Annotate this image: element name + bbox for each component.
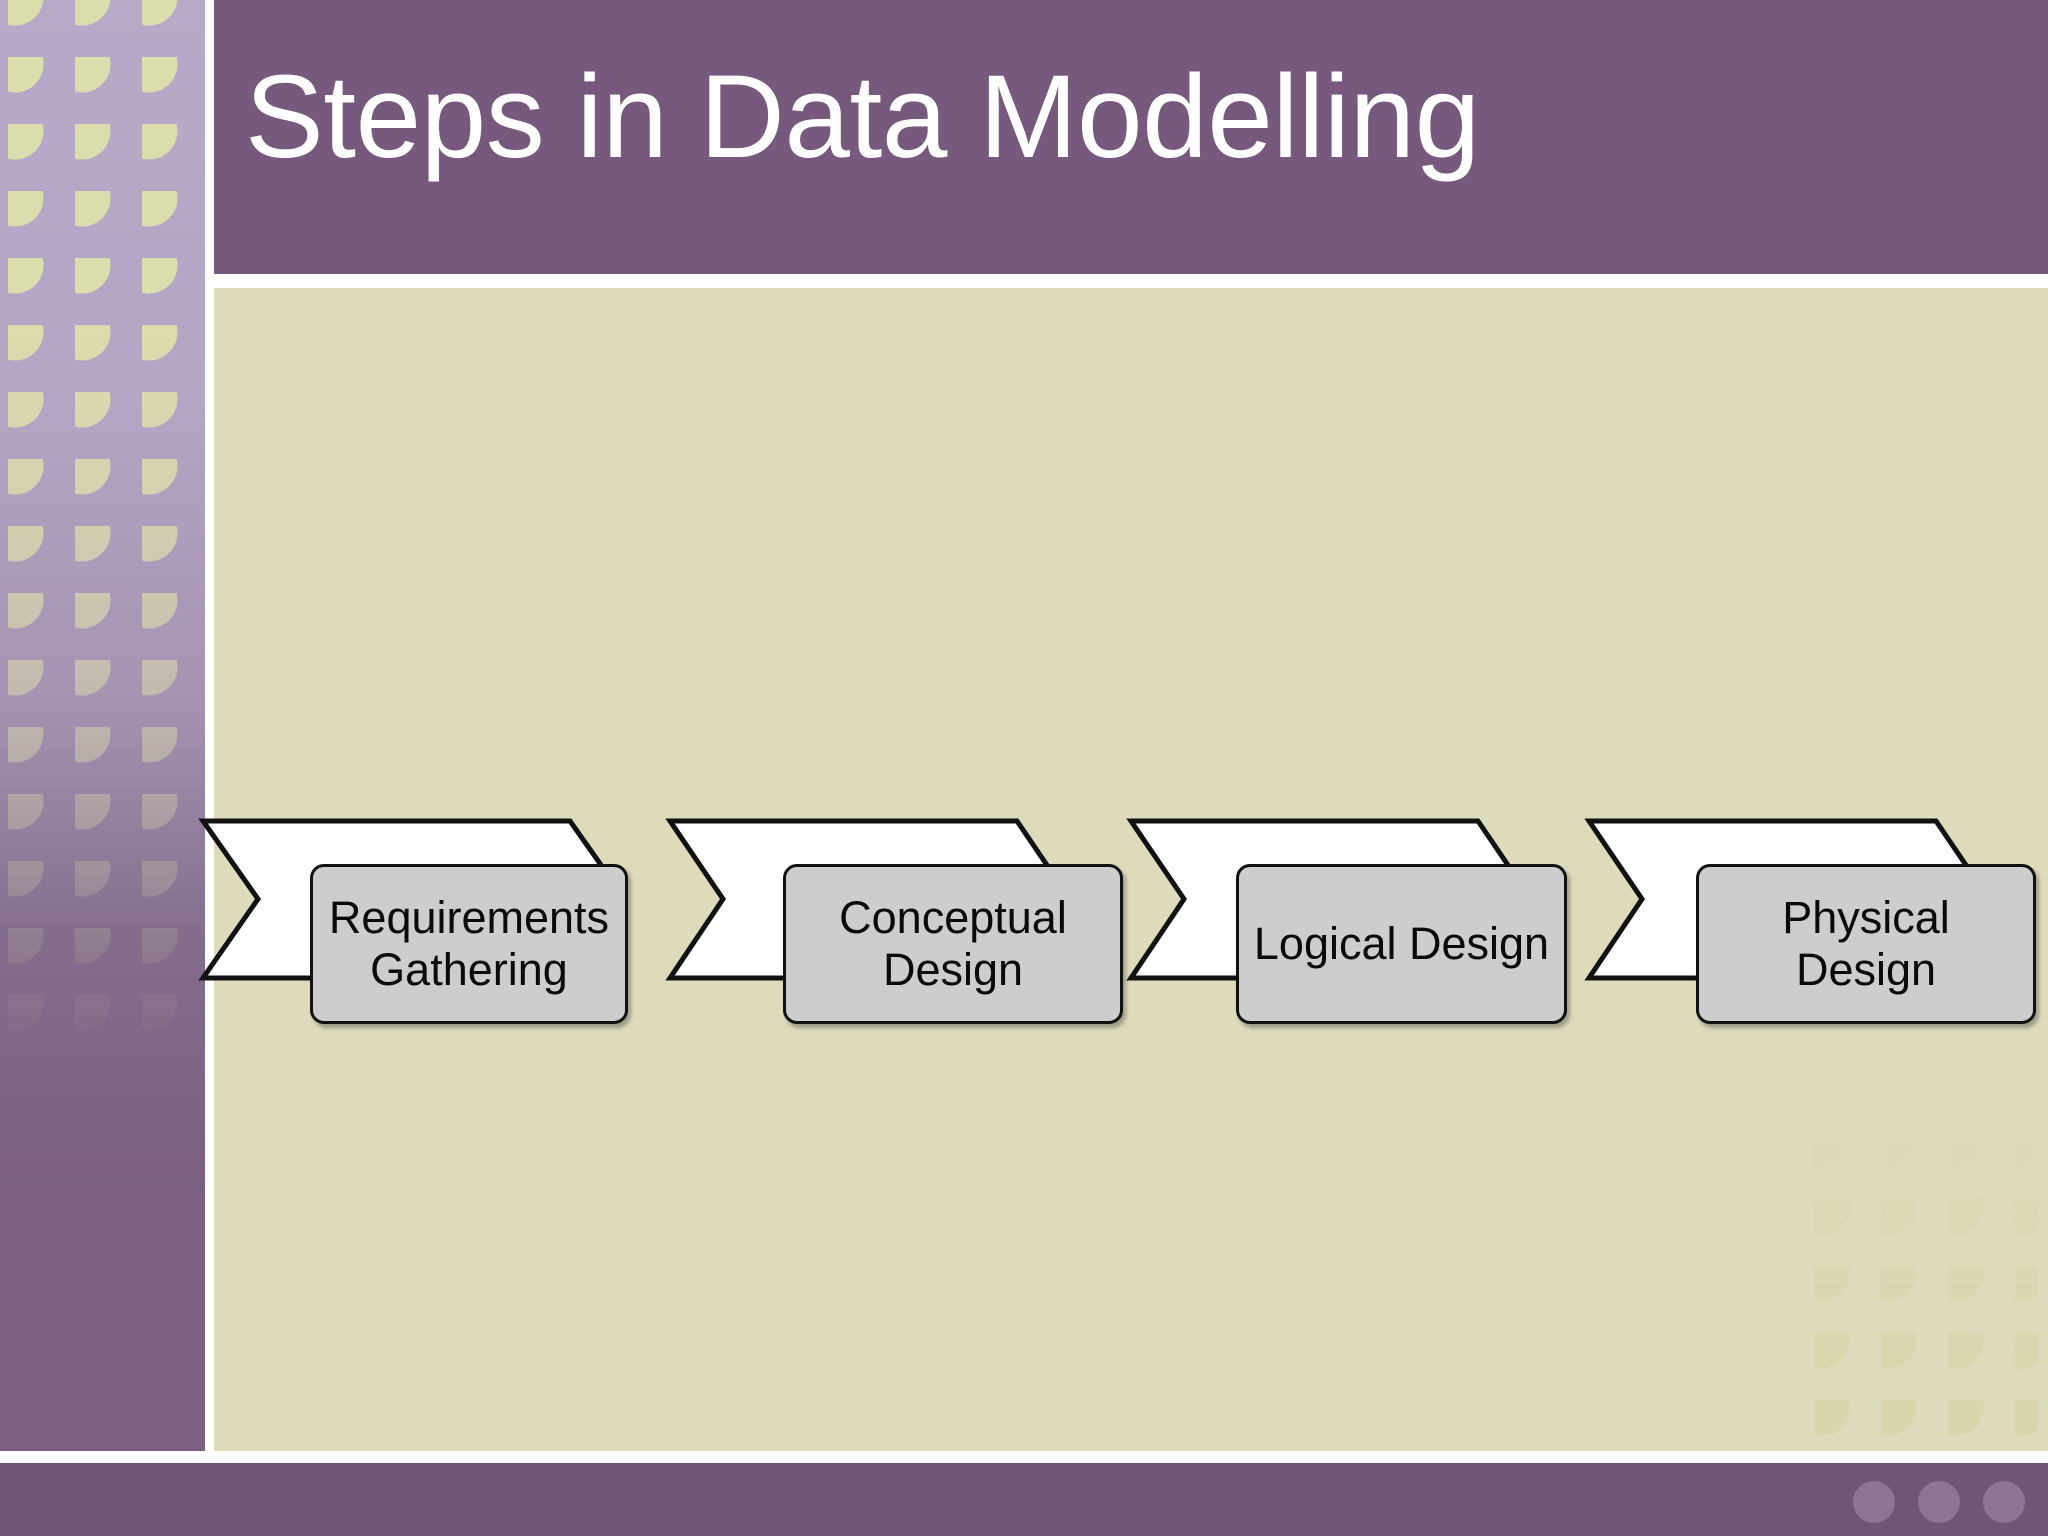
bottom-dot-2	[1918, 1481, 1960, 1523]
content-corner-dot-pattern	[1808, 1061, 2038, 1451]
left-decorative-sidebar	[0, 0, 205, 1536]
header-white-divider	[214, 274, 2048, 288]
step-label-box-1[interactable]: Requirements Gathering	[310, 864, 628, 1024]
step-label-box-2[interactable]: Conceptual Design	[783, 864, 1123, 1024]
bottom-white-divider	[0, 1451, 2048, 1463]
step-label-3: Logical Design	[1253, 917, 1550, 969]
bottom-dot-3	[1983, 1481, 2025, 1523]
bottom-dot-1	[1853, 1481, 1895, 1523]
step-label-box-3[interactable]: Logical Design	[1236, 864, 1567, 1024]
title-band	[214, 0, 2048, 274]
step-label-box-4[interactable]: Physical Design	[1696, 864, 2036, 1024]
sidebar-white-divider	[205, 0, 214, 1451]
step-label-2: Conceptual Design	[839, 891, 1067, 995]
bottom-band	[0, 1463, 2048, 1536]
step-label-4: Physical Design	[1782, 891, 1950, 995]
step-label-1: Requirements Gathering	[328, 891, 610, 995]
sidebar-dot-pattern	[0, 0, 205, 1160]
page-title: Steps in Data Modelling	[245, 51, 1480, 183]
